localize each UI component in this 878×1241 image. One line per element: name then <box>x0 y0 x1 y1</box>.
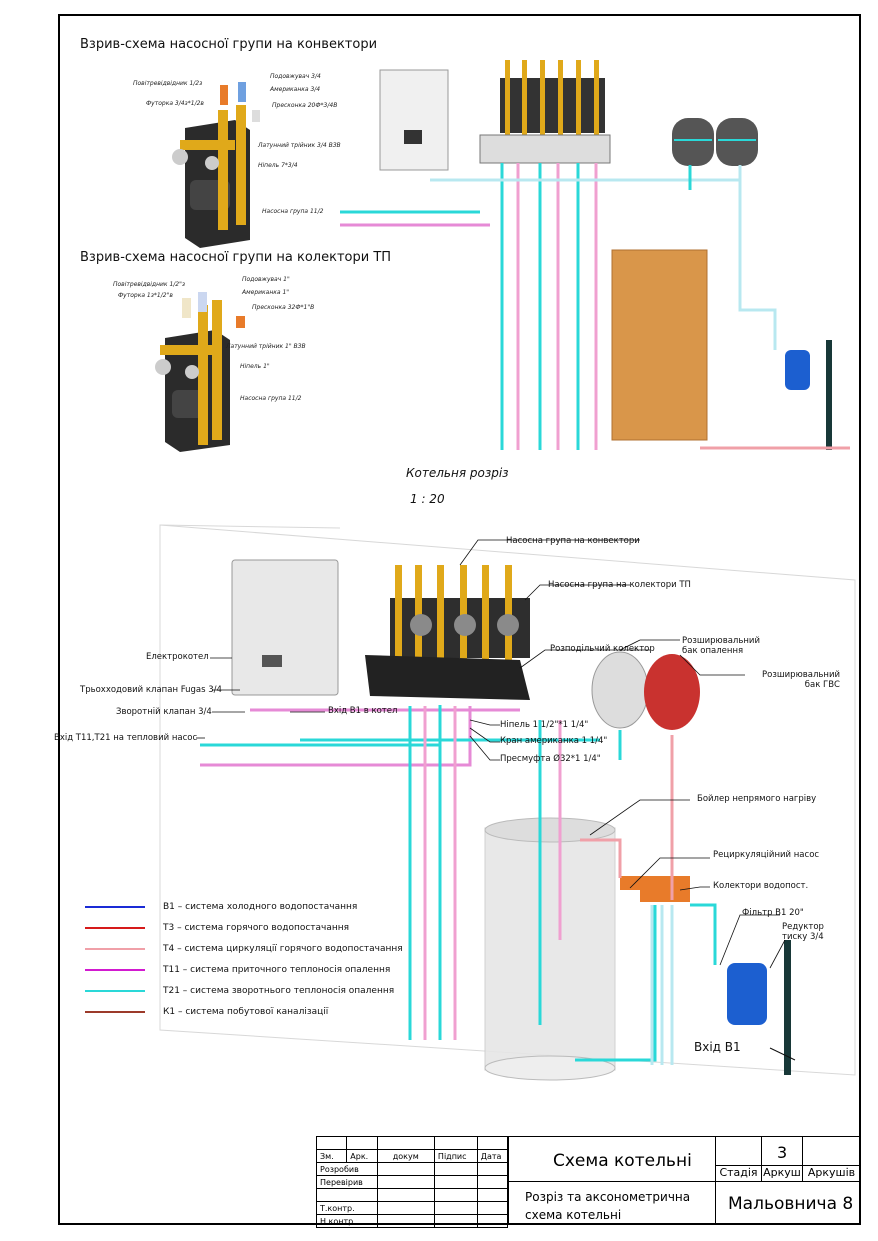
part-label: Насосна група 11/2 <box>262 208 324 215</box>
sheet-number: 3 <box>777 1143 788 1162</box>
label-pressure-reducer: Редуктор тиску 3/4 <box>782 922 824 942</box>
legend-swatch <box>85 927 145 929</box>
legend-text: Т4 – система циркуляції горячого водопос… <box>163 944 403 954</box>
part-label: Латунний трійник 3/4 ВЗВ <box>258 142 341 149</box>
subtitle-line1: Розріз та аксонометрична <box>525 1190 691 1204</box>
section-scale: 1 : 20 <box>410 492 445 506</box>
label-press-fitting: Пресмуфта Ø32*1 1/4" <box>500 754 601 764</box>
tb-role: Т.контр. <box>316 1201 378 1215</box>
part-label: Американка 3/4 <box>270 86 321 93</box>
part-label: Латунний трійник 1" ВЗВ <box>226 343 306 350</box>
tb-header: Дата <box>476 1149 509 1163</box>
part-label: Пресконка 20Ф*3/4В <box>272 102 338 109</box>
legend-row: Т3 – система горячого водопостачання <box>85 922 349 934</box>
sheet-label: Аркуш <box>761 1165 803 1182</box>
legend-text: Т21 – система зворотнього теплоносія опа… <box>163 986 395 996</box>
label-three-way-valve: Трьохходовий клапан Fugas 3/4 <box>80 685 222 695</box>
label-nipple: Ніпель 1 1/2"*1 1/4" <box>500 720 589 730</box>
section-caption: Котельня розріз <box>406 466 509 480</box>
stage-label: Стадія <box>715 1165 762 1182</box>
explode-floor-drawing <box>155 292 245 452</box>
tb-role: Розробив <box>316 1162 378 1176</box>
label-inlet-t11-t21: Вхід Т11,Т21 на тепловий насос <box>54 733 198 743</box>
label-indirect-boiler: Бойлер непрямого нагріву <box>697 794 817 804</box>
tb-header: Арк. <box>346 1149 378 1163</box>
axon-frame <box>159 524 856 1076</box>
tb-role <box>316 1188 378 1202</box>
part-label: Подовжувач 1" <box>242 276 290 283</box>
legend-swatch <box>85 990 145 992</box>
tb-role: Н.контр. <box>316 1214 378 1228</box>
legend-row: Т21 – система зворотнього теплоносія опа… <box>85 985 394 997</box>
part-label: Пресконка 32Ф*1"В <box>252 304 315 311</box>
explode-convector-drawing <box>172 82 260 248</box>
subtitle-line2: схема котельні <box>525 1208 622 1222</box>
tb-project-cell: Мальовнича 8 <box>715 1181 861 1225</box>
label-electric-boiler: Електрокотел <box>146 652 209 662</box>
part-label: Футорка 3/4з*1/2в <box>146 100 204 107</box>
part-label: Подовжувач 3/4 <box>270 73 321 80</box>
label-water-collectors: Колектори водопост. <box>713 881 809 891</box>
label-filter: Фільтр В1 20" <box>742 908 804 918</box>
sheets-label: Аркушів <box>802 1165 861 1182</box>
label-expansion-heating: Розширювальний бак опалення <box>682 636 760 656</box>
part-label: Ніпель 1" <box>240 363 270 370</box>
legend-text: Т11 – система приточного теплоносія опал… <box>163 965 391 975</box>
legend-row: К1 – система побутової каналізації <box>85 1006 328 1018</box>
legend-row: Т11 – система приточного теплоносія опал… <box>85 964 390 976</box>
label-expansion-dhw: Розширювальний бак ГВС <box>762 670 840 690</box>
title-block-signatures: Зм. Арк. докум Підпис Дата Розробив Пере… <box>315 1136 509 1228</box>
legend-text: К1 – система побутової каналізації <box>163 1007 329 1017</box>
part-label: Насосна група 11/2 <box>240 395 302 402</box>
tb-title-cell: Схема котельні <box>508 1136 716 1182</box>
legend-text: Т3 – система горячого водопостачання <box>163 923 350 933</box>
tb-subtitle-cell: Розріз та аксонометрична схема котельні <box>508 1181 716 1225</box>
label-check-valve: Зворотній клапан 3/4 <box>116 707 212 717</box>
legend-text: В1 – система холодного водопостачання <box>163 902 358 912</box>
legend-row: Т4 – система циркуляції горячого водопос… <box>85 943 403 955</box>
tb-sheet-top: 3 <box>761 1136 803 1166</box>
tb-sheets-top <box>802 1136 861 1166</box>
section-drawing <box>340 60 850 450</box>
label-recirc-pump: Рециркуляційний насос <box>713 850 820 860</box>
part-label: Ніпель 7*3/4 <box>258 162 298 169</box>
tb-header: докум <box>376 1149 435 1163</box>
label-pump-floor: Насосна група на колектори ТП <box>548 580 691 590</box>
label-inlet-b1: Вхід В1 <box>694 1040 741 1054</box>
tb-header: Підпис <box>433 1149 478 1163</box>
label-inlet-b1-boiler: Вхід В1 в котел <box>328 706 398 716</box>
tb-role: Перевірив <box>316 1175 378 1189</box>
legend-row: В1 – система холодного водопостачання <box>85 901 357 913</box>
legend-swatch <box>85 969 145 971</box>
part-label: Американка 1" <box>242 289 290 296</box>
legend-swatch <box>85 906 145 908</box>
explode-convector-title: Взрив-схема насосної групи на конвектори <box>80 37 378 52</box>
label-distribution-collector: Розподільчий колектор <box>550 644 655 654</box>
part-label: Повітревідвідник 1/2з <box>133 80 203 87</box>
legend-swatch <box>85 1011 145 1013</box>
tb-stage-top <box>715 1136 762 1166</box>
tb-header: Зм. <box>315 1149 348 1163</box>
explode-floor-title: Взрив-схема насосної групи на колектори … <box>80 250 392 265</box>
legend-swatch <box>85 948 145 950</box>
label-pump-convectors: Насосна група на конвектори <box>506 536 640 546</box>
label-union-valve: Кран американка 1 1/4" <box>500 736 608 746</box>
axon-drawing <box>196 539 796 1081</box>
part-label: Повітревідвідник 1/2"з <box>113 281 186 288</box>
drawing-title: Схема котельні <box>553 1151 692 1171</box>
project-name: Мальовнича 8 <box>728 1194 854 1214</box>
part-label: Футорка 1з*1/2"в <box>118 292 173 299</box>
